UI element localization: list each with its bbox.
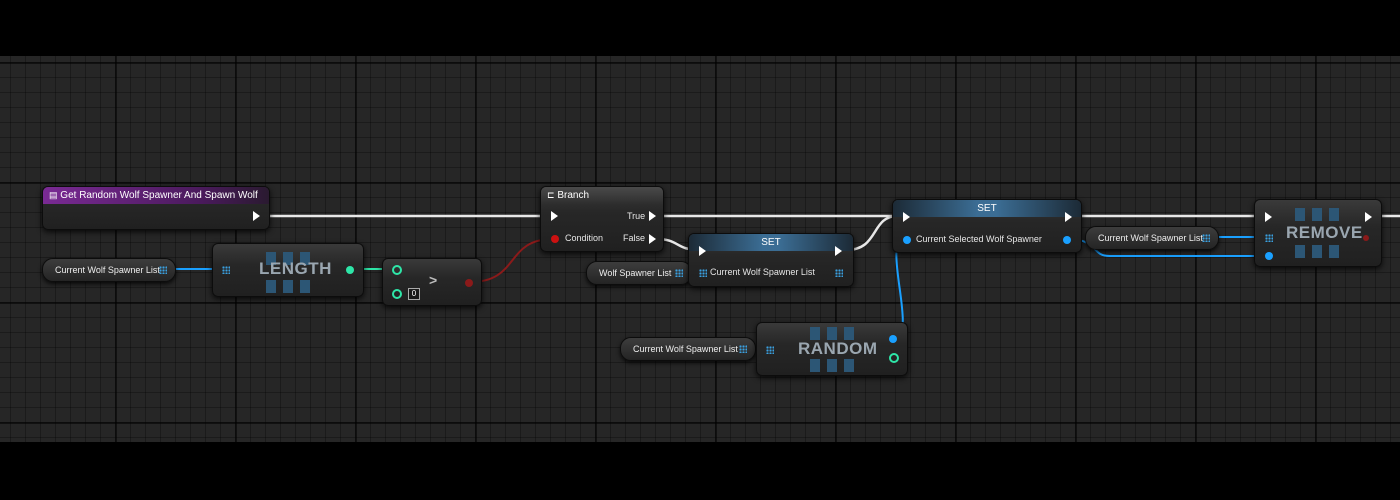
array-grid-icon[interactable] [1265, 234, 1273, 242]
branch-true-label: True [627, 211, 646, 221]
deco-block [283, 280, 293, 293]
random-node[interactable]: RANDOM [756, 322, 908, 376]
event-title: Get Random Wolf Spawner And Spawn Wolf [60, 190, 258, 201]
set-list-pin-label: Current Wolf Spawner List [710, 267, 815, 277]
int-in-pin-a[interactable] [392, 265, 402, 275]
compare-operator: > [429, 272, 438, 288]
array-grid-icon[interactable] [675, 269, 683, 277]
deco-block [300, 252, 310, 265]
var-current-wolf-spawner-list[interactable]: Current Wolf Spawner List [1085, 226, 1219, 250]
int-in-pin-b[interactable] [392, 289, 402, 299]
array-grid-icon[interactable] [1202, 234, 1210, 242]
set-selected-pin-label: Current Selected Wolf Spawner [916, 234, 1042, 244]
exec-out-pin[interactable] [1065, 212, 1072, 222]
exec-wire-setlist-set [845, 214, 899, 252]
var-label: Current Wolf Spawner List [55, 265, 160, 275]
length-title: LENGTH [259, 259, 332, 278]
exec-out-pin[interactable] [1365, 212, 1372, 222]
array-grid-icon[interactable] [699, 269, 707, 277]
deco-block [1312, 208, 1322, 221]
length-node[interactable]: LENGTH [212, 243, 364, 297]
deco-block [844, 327, 854, 340]
compare-value-input[interactable]: 0 [408, 288, 420, 300]
deco-block [844, 359, 854, 372]
exec-out-pin[interactable] [253, 211, 260, 221]
event-node[interactable]: ▤ Get Random Wolf Spawner And Spawn Wolf [42, 186, 270, 230]
exec-in-pin[interactable] [1265, 212, 1272, 222]
exec-out-pin[interactable] [835, 246, 842, 256]
deco-block [827, 359, 837, 372]
var-label: Current Wolf Spawner List [633, 344, 738, 354]
branch-false-label: False [623, 233, 646, 243]
deco-block [810, 359, 820, 372]
array-grid-icon[interactable] [159, 266, 167, 274]
bool-in-pin[interactable] [551, 235, 559, 243]
array-grid-icon[interactable] [835, 269, 843, 277]
blueprint-graph[interactable]: ▤ Get Random Wolf Spawner And Spawn Wolf… [0, 56, 1400, 442]
deco-block [300, 280, 310, 293]
deco-block [1295, 208, 1305, 221]
random-title: RANDOM [798, 339, 878, 358]
int-out-pin[interactable] [1363, 235, 1369, 241]
deco-block [827, 327, 837, 340]
object-out-pin[interactable] [889, 335, 897, 343]
array-grid-icon[interactable] [739, 345, 747, 353]
set-selected-title: SET [977, 203, 997, 214]
deco-block [283, 252, 293, 265]
set-list-title: SET [761, 237, 781, 248]
object-in-pin[interactable] [1265, 252, 1273, 260]
var-current-wolf-spawner-list[interactable]: Current Wolf Spawner List [42, 258, 176, 282]
set-selected-title-bar: SET [893, 200, 1081, 217]
deco-block [1329, 208, 1339, 221]
compare-node[interactable]: > 0 [382, 258, 482, 306]
deco-block [266, 252, 276, 265]
array-grid-icon[interactable] [222, 266, 230, 274]
var-wolf-spawner-list[interactable]: Wolf Spawner List [586, 261, 692, 285]
event-title-bar: ▤ Get Random Wolf Spawner And Spawn Wolf [43, 187, 269, 204]
bool-out-pin[interactable] [465, 279, 473, 287]
set-list-title-bar: SET [689, 234, 853, 251]
object-in-pin[interactable] [903, 236, 911, 244]
branch-title: Branch [557, 190, 590, 201]
exec-false-pin[interactable] [649, 234, 656, 244]
deco-block [810, 327, 820, 340]
exec-in-pin[interactable] [551, 211, 558, 221]
remove-node[interactable]: REMOVE [1254, 199, 1382, 267]
deco-block [1312, 245, 1322, 258]
var-label: Current Wolf Spawner List [1098, 233, 1203, 243]
int-out-pin[interactable] [889, 353, 899, 363]
var-label: Wolf Spawner List [599, 268, 672, 278]
remove-title: REMOVE [1286, 223, 1363, 242]
deco-block [1329, 245, 1339, 258]
exec-in-pin[interactable] [903, 212, 910, 222]
array-grid-icon[interactable] [766, 346, 774, 354]
branch-node[interactable]: ⊏ Branch True Condition False [540, 186, 664, 252]
set-list-node[interactable]: SET Current Wolf Spawner List [688, 233, 854, 287]
bool-wire-compare-branch [469, 238, 554, 283]
var-current-wolf-spawner-list[interactable]: Current Wolf Spawner List [620, 337, 756, 361]
branch-icon: ⊏ [547, 190, 555, 200]
branch-title-bar: ⊏ Branch [541, 187, 663, 204]
deco-block [1295, 245, 1305, 258]
deco-block [266, 280, 276, 293]
function-icon: ▤ [49, 190, 58, 200]
object-out-pin[interactable] [1063, 236, 1071, 244]
int-out-pin[interactable] [346, 266, 354, 274]
exec-true-pin[interactable] [649, 211, 656, 221]
branch-condition-label: Condition [565, 233, 604, 243]
exec-in-pin[interactable] [699, 246, 706, 256]
set-selected-node[interactable]: SET Current Selected Wolf Spawner [892, 199, 1082, 253]
